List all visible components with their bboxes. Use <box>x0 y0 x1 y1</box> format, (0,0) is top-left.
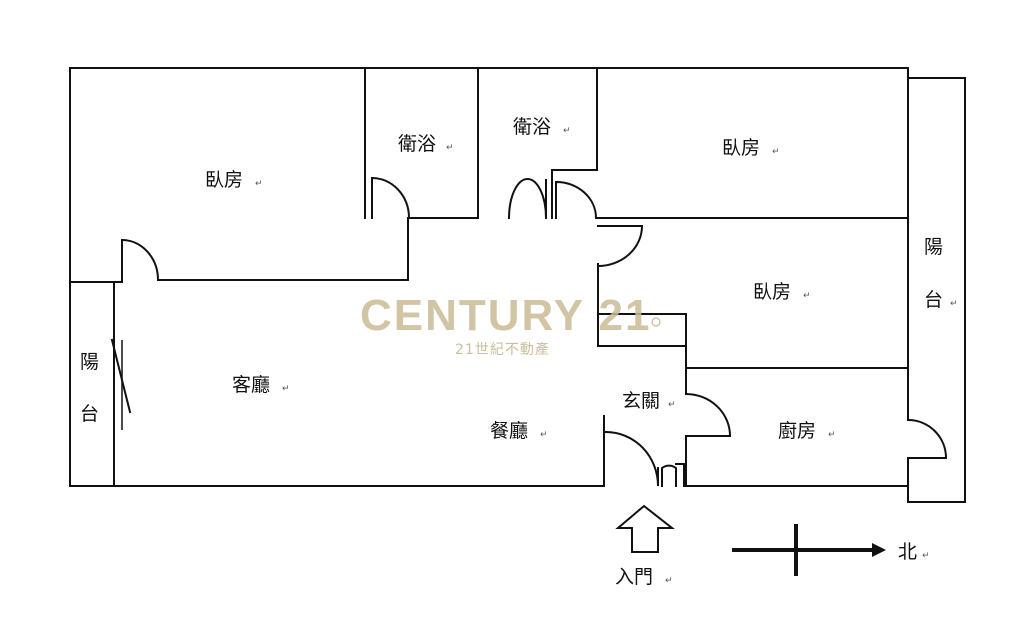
entrance-arrow-icon <box>615 504 675 553</box>
room-balcony-west-char-2: 台 <box>80 403 99 425</box>
room-bath-1: 衛浴 <box>398 133 436 155</box>
svg-text:↵: ↵ <box>668 400 676 410</box>
svg-text:↵: ↵ <box>540 430 548 440</box>
room-balcony-west-char-1: 陽 <box>80 351 99 373</box>
east-balcony-walls <box>907 77 966 503</box>
svg-text:↵: ↵ <box>950 299 958 309</box>
door-bedroom-3 <box>596 225 644 268</box>
north-arrow-icon <box>732 524 886 576</box>
room-balcony-east: 陽 台 <box>924 236 943 311</box>
room-dining: 餐廳 <box>490 420 528 442</box>
room-balcony-east-char-1: 陽 <box>924 236 943 258</box>
door-bedroom-1 <box>120 238 160 282</box>
svg-text:↵: ↵ <box>282 384 290 394</box>
room-bedroom-1: 臥房 <box>205 169 243 191</box>
door-west-balcony <box>110 338 132 414</box>
svg-text:↵: ↵ <box>665 576 673 586</box>
room-foyer: 玄關 <box>622 390 660 412</box>
door-entrance-side <box>661 464 677 487</box>
room-bath-2: 衛浴 <box>513 116 551 138</box>
watermark-subtitle: 21世紀不動產 <box>455 341 550 358</box>
door-east-balcony <box>906 418 948 460</box>
svg-text:↵: ↵ <box>803 291 811 301</box>
registered-icon <box>651 317 661 327</box>
svg-text:↵: ↵ <box>922 551 930 561</box>
paragraph-marks: ↵ ↵ ↵ ↵ ↵ ↵ ↵ ↵ ↵ ↵ ↵ ↵ <box>255 126 958 586</box>
door-bedroom-2 <box>555 180 598 220</box>
svg-text:↵: ↵ <box>772 147 780 157</box>
door-bath-1 <box>371 176 411 220</box>
door-kitchen <box>684 392 732 437</box>
svg-text:↵: ↵ <box>563 126 571 136</box>
outer-walls <box>69 67 909 487</box>
room-kitchen: 廚房 <box>778 419 816 442</box>
room-balcony-west: 陽 台 <box>80 351 99 425</box>
label-north: 北 <box>898 541 917 563</box>
room-balcony-east-char-2: 台 <box>924 289 943 311</box>
door-bath-2 <box>507 177 547 220</box>
label-entrance: 入門 <box>615 566 653 588</box>
watermark-logo: CENTURY 21 <box>360 291 651 340</box>
doors <box>110 176 948 487</box>
svg-text:↵: ↵ <box>828 430 836 440</box>
svg-text:↵: ↵ <box>446 143 454 153</box>
room-living: 客廳 <box>232 374 270 396</box>
room-bedroom-2: 臥房 <box>722 137 760 159</box>
door-entrance <box>604 430 659 487</box>
svg-text:↵: ↵ <box>255 179 263 189</box>
room-bedroom-3: 臥房 <box>753 281 791 303</box>
interior-walls <box>69 67 947 487</box>
